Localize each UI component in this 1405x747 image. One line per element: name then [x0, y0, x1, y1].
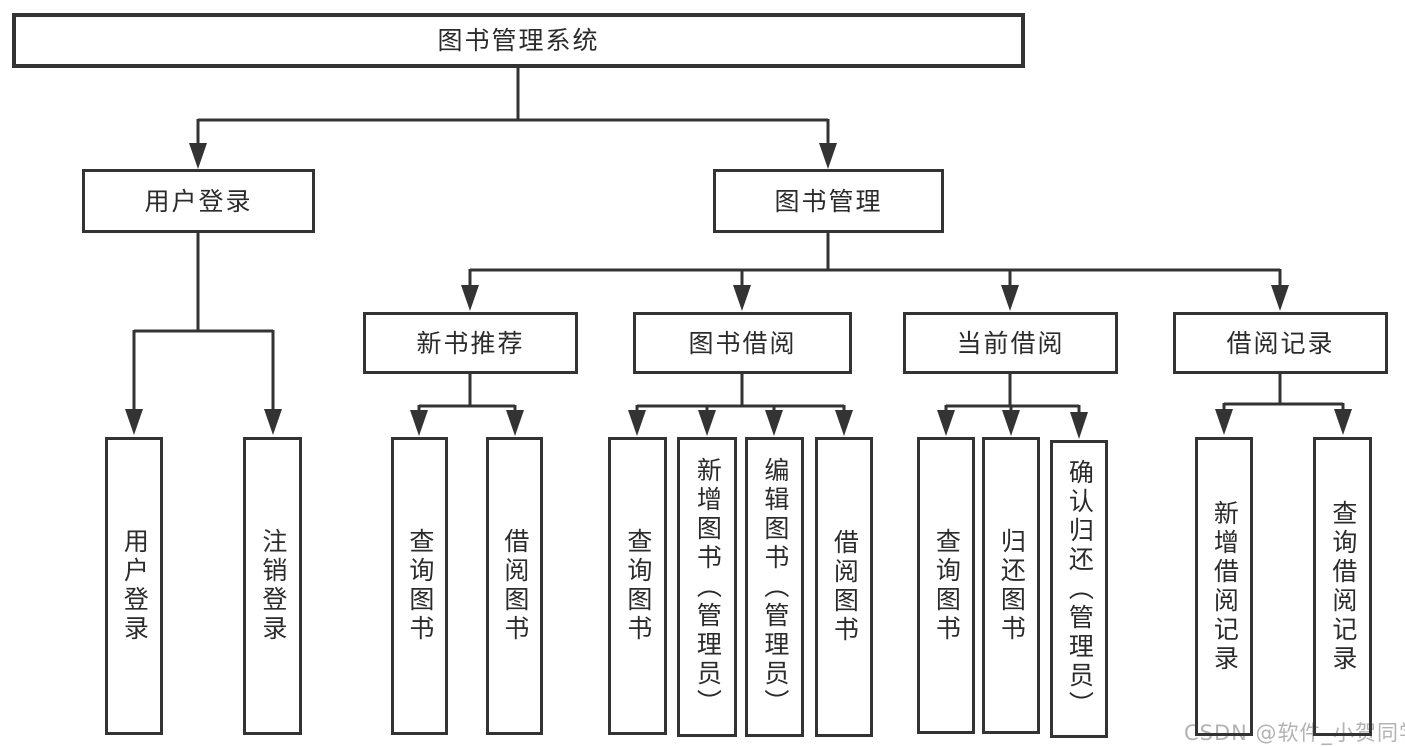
node-borrow-records: 借阅记录 [1173, 312, 1388, 374]
leaf-borrow-books-label: 借阅图书 [830, 529, 860, 645]
leaf-borrow-books: 借阅图书 [815, 437, 873, 737]
leaf-current-query-books: 查询图书 [917, 437, 975, 734]
node-current-borrow: 当前借阅 [903, 312, 1118, 374]
node-user-login-label: 用户登录 [144, 186, 253, 216]
leaf-confirm-return-admin-label: 确认归还（管理员） [1065, 458, 1095, 720]
leaf-add-books-admin: 新增图书（管理员） [677, 437, 737, 737]
arrowhead-icons [125, 143, 1352, 439]
leaf-add-borrow-record: 新增借阅记录 [1195, 437, 1253, 736]
leaf-query-borrow-record-label: 查询借阅记录 [1328, 499, 1358, 674]
leaf-return-books-label: 归还图书 [997, 527, 1027, 644]
leaf-recommend-query-books: 查询图书 [391, 437, 448, 735]
leaf-user-login: 用户登录 [105, 437, 163, 735]
node-current-borrow-label: 当前借阅 [956, 328, 1065, 358]
leaf-return-books: 归还图书 [982, 437, 1040, 734]
node-book-management: 图书管理 [713, 169, 944, 233]
leaf-recommend-borrow-books-label: 借阅图书 [500, 528, 530, 644]
leaf-add-books-admin-label: 新增图书（管理员） [693, 456, 723, 718]
leaf-logout-label: 注销登录 [258, 528, 288, 644]
node-new-book-recommend: 新书推荐 [363, 312, 578, 374]
leaf-add-borrow-record-label: 新增借阅记录 [1210, 499, 1240, 674]
csdn-watermark: CSDN @软件_小贺同学 [1184, 721, 1405, 745]
node-book-management-label: 图书管理 [774, 186, 883, 216]
leaf-current-query-books-label: 查询图书 [932, 527, 962, 644]
node-book-borrow-label: 图书借阅 [688, 328, 797, 358]
leaf-borrow-query-books-label: 查询图书 [623, 528, 653, 644]
node-library-system: 图书管理系统 [12, 13, 1025, 68]
leaf-borrow-query-books: 查询图书 [608, 437, 667, 735]
node-new-book-recommend-label: 新书推荐 [416, 328, 525, 358]
leaf-edit-books-admin-label: 编辑图书（管理员） [760, 456, 790, 718]
node-user-login: 用户登录 [82, 169, 315, 233]
leaf-confirm-return-admin: 确认归还（管理员） [1050, 440, 1108, 738]
node-library-system-label: 图书管理系统 [437, 26, 600, 55]
leaf-recommend-borrow-books: 借阅图书 [486, 437, 543, 735]
leaf-user-login-label: 用户登录 [120, 528, 150, 644]
leaf-logout: 注销登录 [243, 437, 302, 735]
node-borrow-records-label: 借阅记录 [1226, 328, 1335, 358]
leaf-recommend-query-books-label: 查询图书 [405, 528, 435, 644]
leaf-query-borrow-record: 查询借阅记录 [1313, 437, 1372, 736]
node-book-borrow: 图书借阅 [633, 312, 852, 374]
leaf-edit-books-admin: 编辑图书（管理员） [745, 437, 804, 737]
